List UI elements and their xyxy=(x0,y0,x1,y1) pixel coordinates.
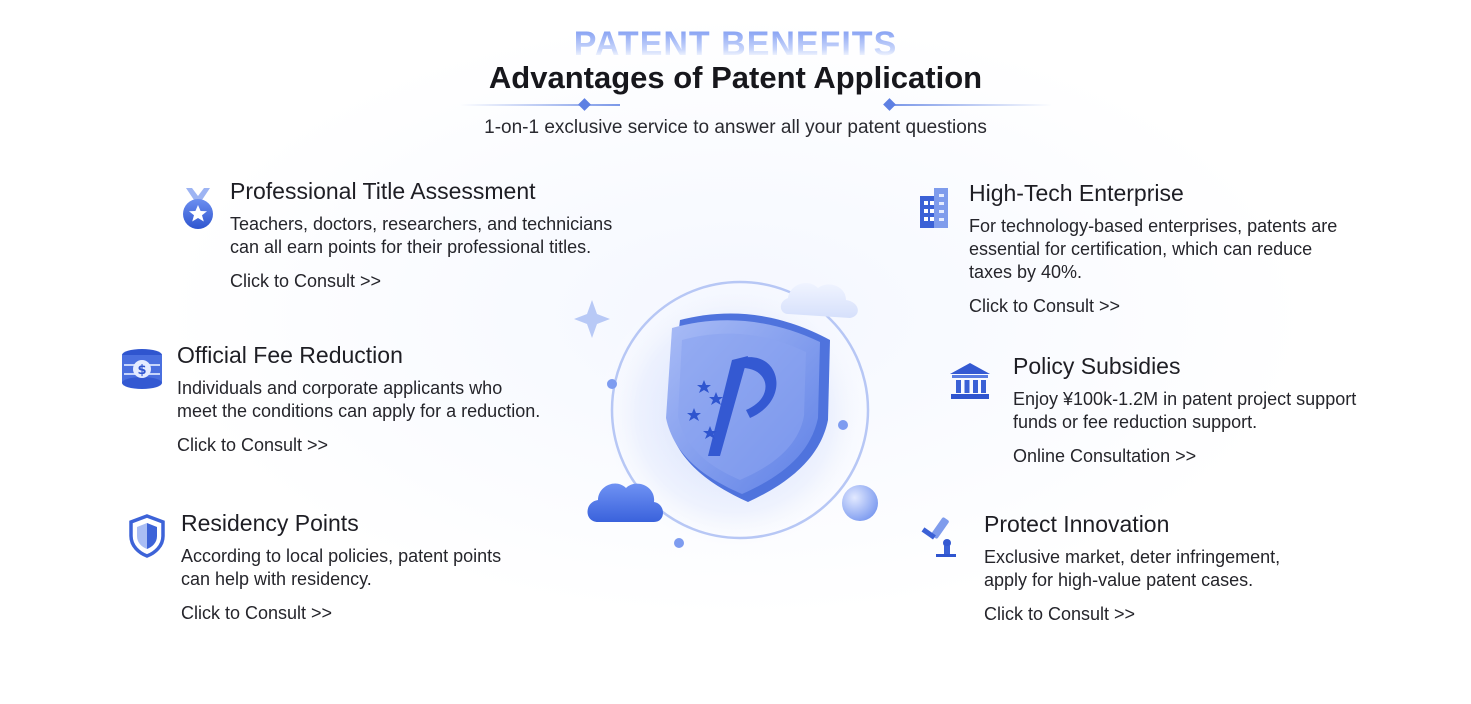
page-title: Advantages of Patent Application xyxy=(488,60,983,95)
consult-link-policy-subsidies[interactable]: Online Consultation >> xyxy=(1013,446,1197,466)
title-divider-left xyxy=(460,104,620,106)
svg-text:$: $ xyxy=(137,363,146,378)
medal-icon xyxy=(178,186,218,230)
feature-description: Enjoy ¥100k-1.2M in patent project suppo… xyxy=(1013,389,1357,432)
feature-description: Exclusive market, deter infringement, ap… xyxy=(984,547,1281,590)
feature-title: Policy Subsidies xyxy=(1013,353,1181,379)
title-divider-right xyxy=(892,104,1052,106)
feature-fee-reduction: $ Official Fee Reduction Individuals and… xyxy=(120,342,580,467)
feature-residency-points: Residency Points According to local poli… xyxy=(128,510,568,635)
feature-description: According to local policies, patent poin… xyxy=(181,546,502,589)
feature-title: Protect Innovation xyxy=(984,511,1170,537)
consult-link-high-tech-enterprise[interactable]: Click to Consult >> xyxy=(969,296,1121,316)
feature-high-tech-enterprise: High-Tech Enterprise For technology-base… xyxy=(916,180,1386,330)
divider-diamond-right xyxy=(883,98,896,111)
feature-policy-subsidies: Policy Subsidies Enjoy ¥100k-1.2M in pat… xyxy=(948,353,1408,478)
feature-title: High-Tech Enterprise xyxy=(969,180,1184,206)
feature-description: Teachers, doctors, researchers, and tech… xyxy=(230,214,613,257)
feature-description: For technology-based enterprises, patent… xyxy=(969,216,1338,282)
divider-diamond-left xyxy=(578,98,591,111)
consult-link-fee-reduction[interactable]: Click to Consult >> xyxy=(177,435,329,455)
building-icon xyxy=(916,186,956,230)
consult-link-professional-title[interactable]: Click to Consult >> xyxy=(230,271,382,291)
feature-title: Official Fee Reduction xyxy=(177,342,403,368)
patent-shield-illustration xyxy=(570,250,900,570)
shield-icon xyxy=(128,514,168,558)
coin-stack-icon: $ xyxy=(120,347,162,391)
feature-protect-innovation: Protect Innovation Exclusive market, det… xyxy=(918,511,1358,636)
consult-link-protect-innovation[interactable]: Click to Consult >> xyxy=(984,604,1136,624)
feature-title: Residency Points xyxy=(181,510,359,536)
bank-icon xyxy=(948,361,990,405)
consult-link-residency-points[interactable]: Click to Consult >> xyxy=(181,603,333,623)
feature-title: Professional Title Assessment xyxy=(230,178,536,204)
feature-description: Individuals and corporate applicants who… xyxy=(177,378,541,421)
microscope-icon xyxy=(918,515,958,559)
feature-professional-title: Professional Title Assessment Teachers, … xyxy=(178,178,638,303)
section-eyebrow: PATENT BENEFITS xyxy=(0,24,1471,58)
page-subtitle: 1-on-1 exclusive service to answer all y… xyxy=(484,117,987,138)
